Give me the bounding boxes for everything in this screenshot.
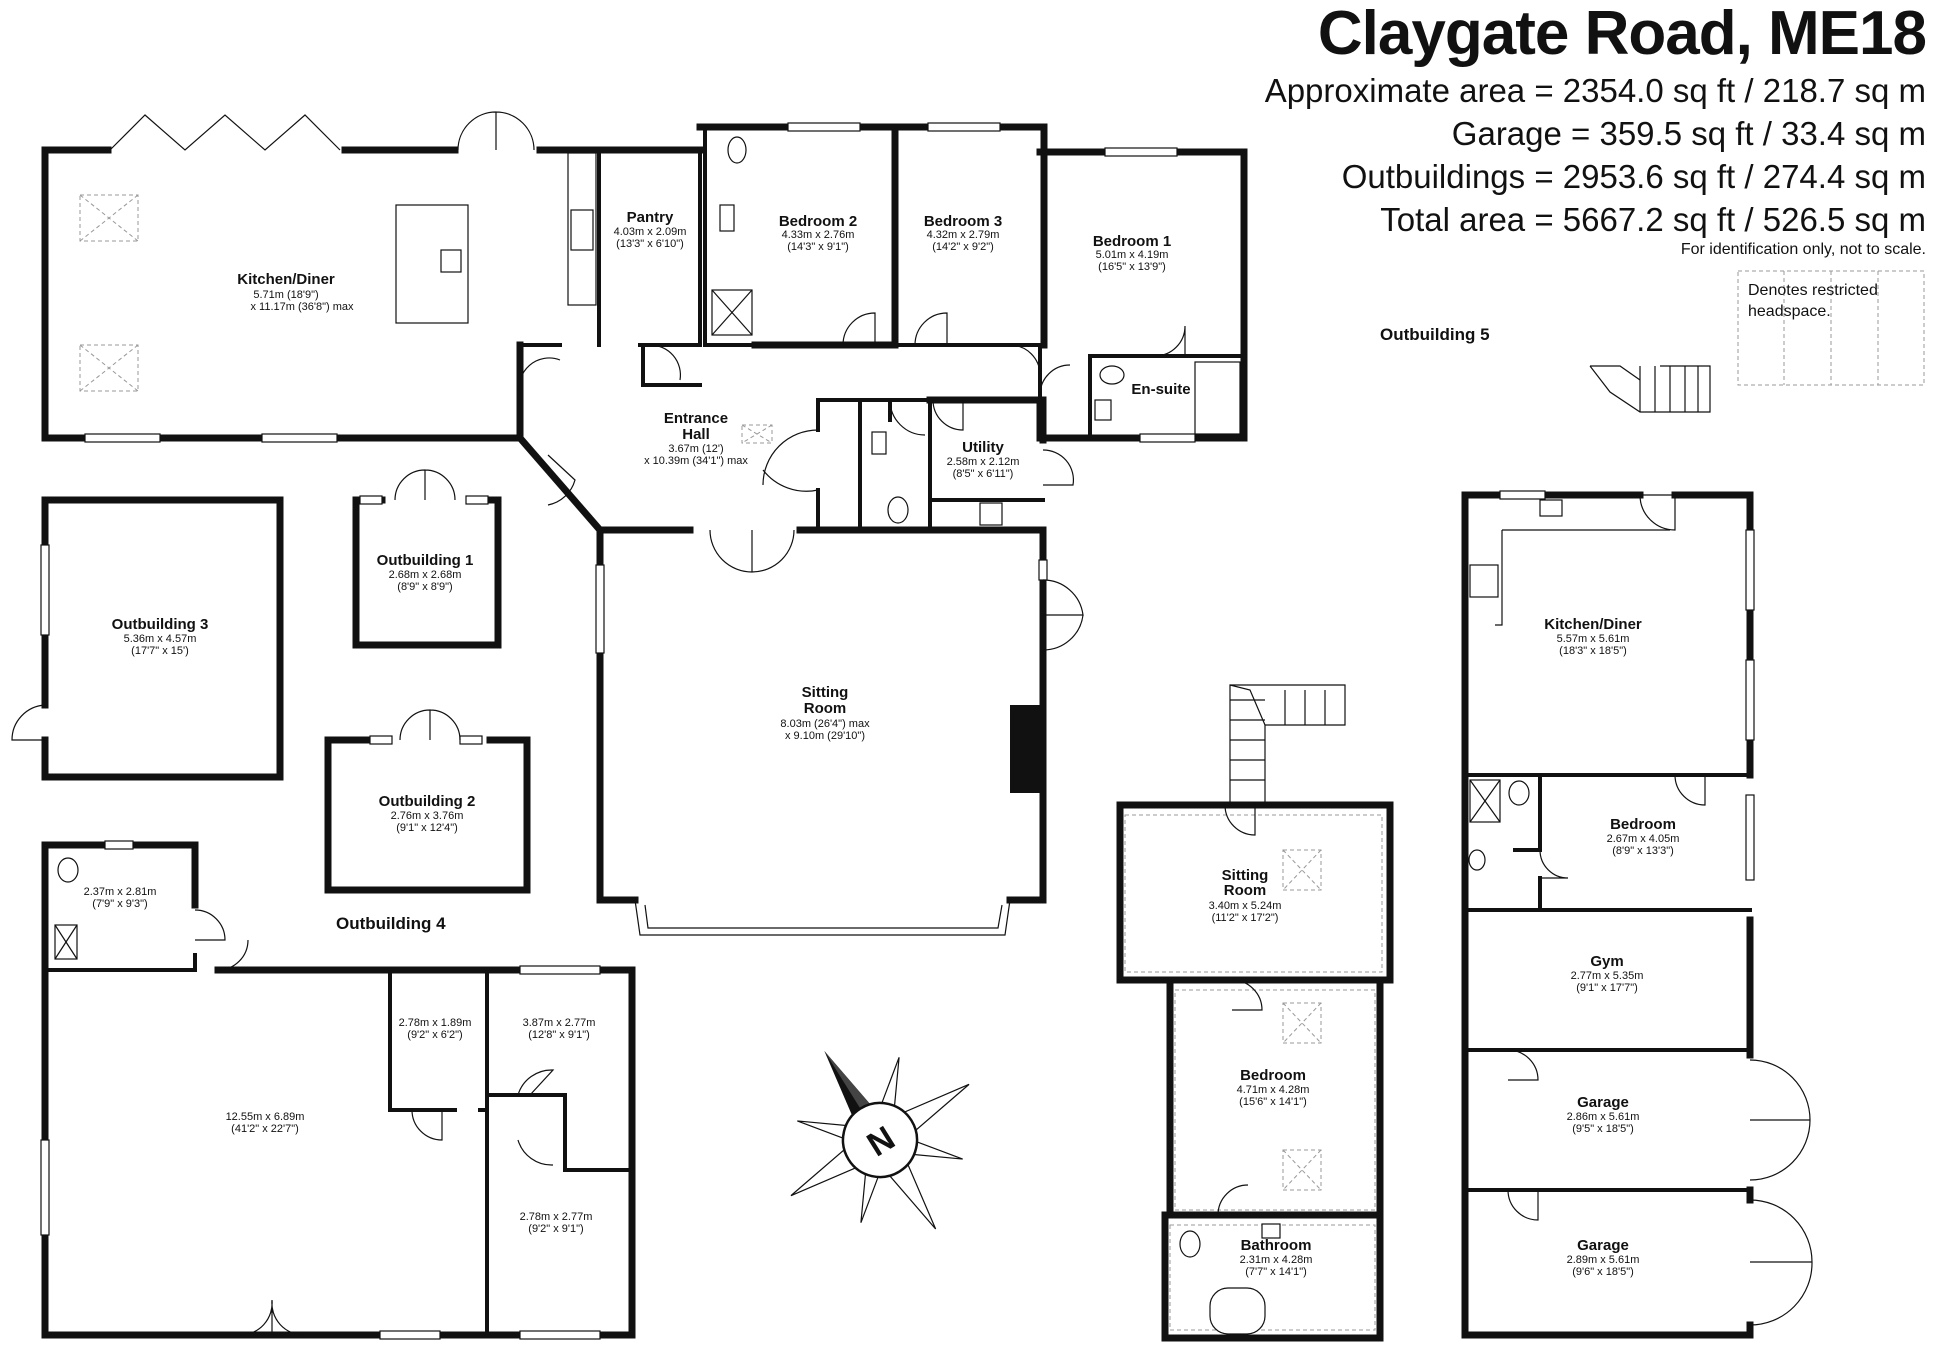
upper-sitting-dim1: 3.40m x 5.24m — [1209, 900, 1282, 912]
ob5-garage2-dim1: 2.89m x 5.61m — [1567, 1254, 1640, 1266]
ob5-garage1-name: Garage — [1577, 1094, 1629, 1111]
legend-line-2: headspace. — [1748, 303, 1831, 320]
sitting-room-dim1: 8.03m (26'4") max — [780, 718, 870, 730]
ob5-gym-name: Gym — [1590, 953, 1623, 970]
area-approximate: Approximate area = 2354.0 sq ft / 218.7 … — [1264, 72, 1926, 109]
outbuilding3-dim2: (17'7" x 15') — [131, 645, 189, 657]
entrance-hall-name1: Entrance — [664, 410, 728, 427]
room-labels: Kitchen/Diner 5.71m (18'9") x 11.17m (36… — [84, 209, 1680, 1278]
outbuilding2-dim2: (9'1" x 12'4") — [396, 822, 458, 834]
main-house — [41, 111, 1248, 936]
bedroom1-dim2: (16'5" x 13'9") — [1098, 261, 1166, 273]
sitting-room-name1: Sitting — [802, 684, 849, 701]
ob4-room-b-dim2: (9'2" x 9'1") — [528, 1223, 583, 1235]
area-outbuildings: Outbuildings = 2953.6 sq ft / 274.4 sq m — [1341, 158, 1926, 195]
pantry-dim1: 4.03m x 2.09m — [614, 226, 687, 238]
compass-rose — [790, 1050, 970, 1230]
kitchen-diner-dim1: 5.71m (18'9") — [253, 289, 318, 301]
ob5-gym-dim2: (9'1" x 17'7") — [1576, 982, 1638, 994]
ob4-main-dim1: 12.55m x 6.89m — [226, 1111, 305, 1123]
ob5-kitchen-name: Kitchen/Diner — [1544, 616, 1642, 633]
outbuilding4-label: Outbuilding 4 — [336, 914, 446, 933]
upper-bathroom-dim2: (7'7" x 14'1") — [1245, 1266, 1307, 1278]
upper-bathroom-name: Bathroom — [1241, 1237, 1312, 1254]
bedroom1-dim1: 5.01m x 4.19m — [1096, 249, 1169, 261]
outbuilding-2 — [324, 709, 531, 894]
bedroom3-dim1: 4.32m x 2.79m — [927, 229, 1000, 241]
outbuilding-1 — [352, 469, 502, 649]
outbuilding3-dim1: 5.36m x 4.57m — [124, 633, 197, 645]
outbuilding5-label: Outbuilding 5 — [1380, 325, 1490, 344]
outbuilding1-dim1: 2.68m x 2.68m — [389, 569, 462, 581]
legend-line-1: Denotes restricted — [1748, 282, 1878, 299]
upper-sitting-name1: Sitting — [1222, 867, 1269, 884]
sitting-room-name2: Room — [804, 700, 847, 717]
pantry-dim2: (13'3" x 6'10") — [616, 238, 684, 250]
outbuilding3-name: Outbuilding 3 — [112, 616, 209, 633]
ob4-shower-dim2: (7'9" x 9'3") — [92, 898, 147, 910]
ob5-garage1-dim1: 2.86m x 5.61m — [1567, 1111, 1640, 1123]
upper-bedroom-dim2: (15'6" x 14'1") — [1239, 1096, 1307, 1108]
restricted-headspace-legend — [1737, 270, 1925, 386]
ob5-garage2-dim2: (9'6" x 18'5") — [1572, 1266, 1634, 1278]
ensuite-name: En-suite — [1131, 381, 1190, 398]
ob5-garage1-dim2: (9'5" x 18'5") — [1572, 1123, 1634, 1135]
utility-name: Utility — [962, 439, 1004, 456]
entrance-hall-name2: Hall — [682, 426, 710, 443]
ob4-room-a-dim2: (12'8" x 9'1") — [528, 1029, 590, 1041]
outbuilding-5 — [1461, 365, 1813, 1339]
outbuilding2-dim1: 2.76m x 3.76m — [391, 810, 464, 822]
pantry-name: Pantry — [627, 209, 674, 226]
utility-dim2: (8'5" x 6'11") — [953, 468, 1014, 480]
upper-sitting-dim2: (11'2" x 17'2") — [1212, 912, 1279, 924]
kitchen-diner-dim2: x 11.17m (36'8") max — [250, 301, 354, 313]
outbuilding1-dim2: (8'9" x 8'9") — [397, 581, 452, 593]
ob5-bedroom-dim2: (8'9" x 13'3") — [1612, 845, 1674, 857]
upper-sitting-name2: Room — [1224, 882, 1267, 899]
bedroom1-name: Bedroom 1 — [1093, 233, 1171, 250]
sitting-room-dim2: x 9.10m (29'10") — [785, 730, 865, 742]
bedroom2-dim2: (14'3" x 9'1") — [787, 241, 849, 253]
disclaimer-note: For identification only, not to scale. — [1680, 241, 1926, 258]
entrance-hall-dim1: 3.67m (12') — [668, 443, 723, 455]
upper-floor — [1116, 684, 1394, 1342]
ob4-room-a-dim1: 3.87m x 2.77m — [523, 1017, 596, 1029]
outbuilding2-name: Outbuilding 2 — [379, 793, 476, 810]
upper-bedroom-name: Bedroom — [1240, 1067, 1306, 1084]
outbuilding1-name: Outbuilding 1 — [377, 552, 474, 569]
page-title: Claygate Road, ME18 — [1317, 0, 1927, 68]
bedroom3-name: Bedroom 3 — [924, 213, 1002, 230]
ob5-kitchen-dim2: (18'3" x 18'5") — [1559, 645, 1627, 657]
utility-dim1: 2.58m x 2.12m — [947, 456, 1020, 468]
area-garage: Garage = 359.5 sq ft / 33.4 sq m — [1451, 115, 1926, 152]
bedroom2-dim1: 4.33m x 2.76m — [782, 229, 855, 241]
entrance-hall-dim2: x 10.39m (34'1") max — [644, 455, 748, 467]
outbuilding-3 — [11, 496, 284, 781]
ob4-shower-dim1: 2.37m x 2.81m — [84, 886, 157, 898]
ob5-bedroom-name: Bedroom — [1610, 816, 1676, 833]
ob5-kitchen-dim1: 5.57m x 5.61m — [1557, 633, 1630, 645]
upper-bathroom-dim1: 2.31m x 4.28m — [1240, 1254, 1313, 1266]
legend-text: Denotes restricted headspace. — [1748, 280, 1898, 322]
ob5-bedroom-dim1: 2.67m x 4.05m — [1607, 833, 1680, 845]
ob5-gym-dim1: 2.77m x 5.35m — [1571, 970, 1644, 982]
outbuilding-4 — [40, 840, 636, 1340]
ob5-garage2-name: Garage — [1577, 1237, 1629, 1254]
kitchen-diner-name: Kitchen/Diner — [237, 271, 335, 288]
bedroom2-name: Bedroom 2 — [779, 213, 857, 230]
bedroom3-dim2: (14'2" x 9'2") — [932, 241, 994, 253]
ob4-room-b-dim1: 2.78m x 2.77m — [520, 1211, 593, 1223]
upper-bedroom-dim1: 4.71m x 4.28m — [1237, 1084, 1310, 1096]
area-total: Total area = 5667.2 sq ft / 526.5 sq m — [1380, 201, 1926, 238]
ob4-store-dim1: 2.78m x 1.89m — [399, 1017, 472, 1029]
ob4-store-dim2: (9'2" x 6'2") — [407, 1029, 462, 1041]
ob4-main-dim2: (41'2" x 22'7") — [231, 1123, 299, 1135]
